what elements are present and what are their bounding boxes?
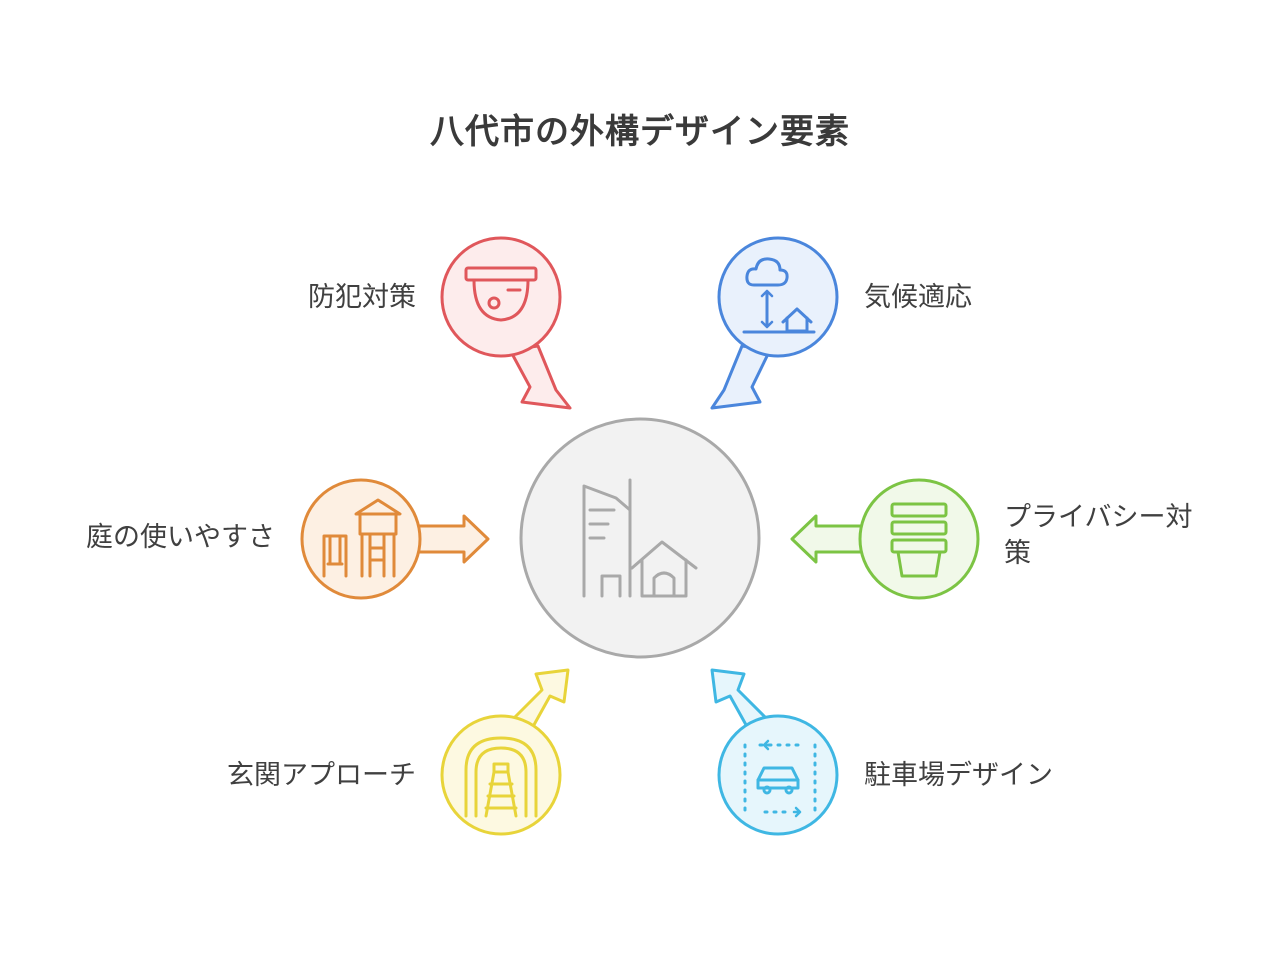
planter-stack-icon <box>890 502 948 578</box>
car-parking-icon <box>743 739 817 818</box>
label-privacy: プライバシー対策 <box>1004 502 1193 569</box>
label-climate: 気候適応 <box>864 282 972 313</box>
node-entrance <box>440 668 570 836</box>
tunnel-path-icon <box>464 736 538 818</box>
page-title: 八代市の外構デザイン要素 <box>430 112 850 152</box>
center-node <box>519 417 761 659</box>
label-parking: 駐車場デザイン <box>864 760 1053 791</box>
cloud-house-icon <box>742 257 816 334</box>
label-security: 防犯対策 <box>308 282 416 313</box>
label-garden: 庭の使いやすさ <box>86 522 275 553</box>
node-garden <box>300 478 490 600</box>
node-privacy <box>790 478 980 600</box>
building-house-icon <box>582 478 698 598</box>
playground-icon <box>322 498 402 578</box>
label-entrance: 玄関アプローチ <box>227 760 416 791</box>
node-parking <box>710 668 839 836</box>
node-security <box>440 236 572 410</box>
node-climate <box>710 236 839 410</box>
security-camera-icon <box>464 266 538 322</box>
